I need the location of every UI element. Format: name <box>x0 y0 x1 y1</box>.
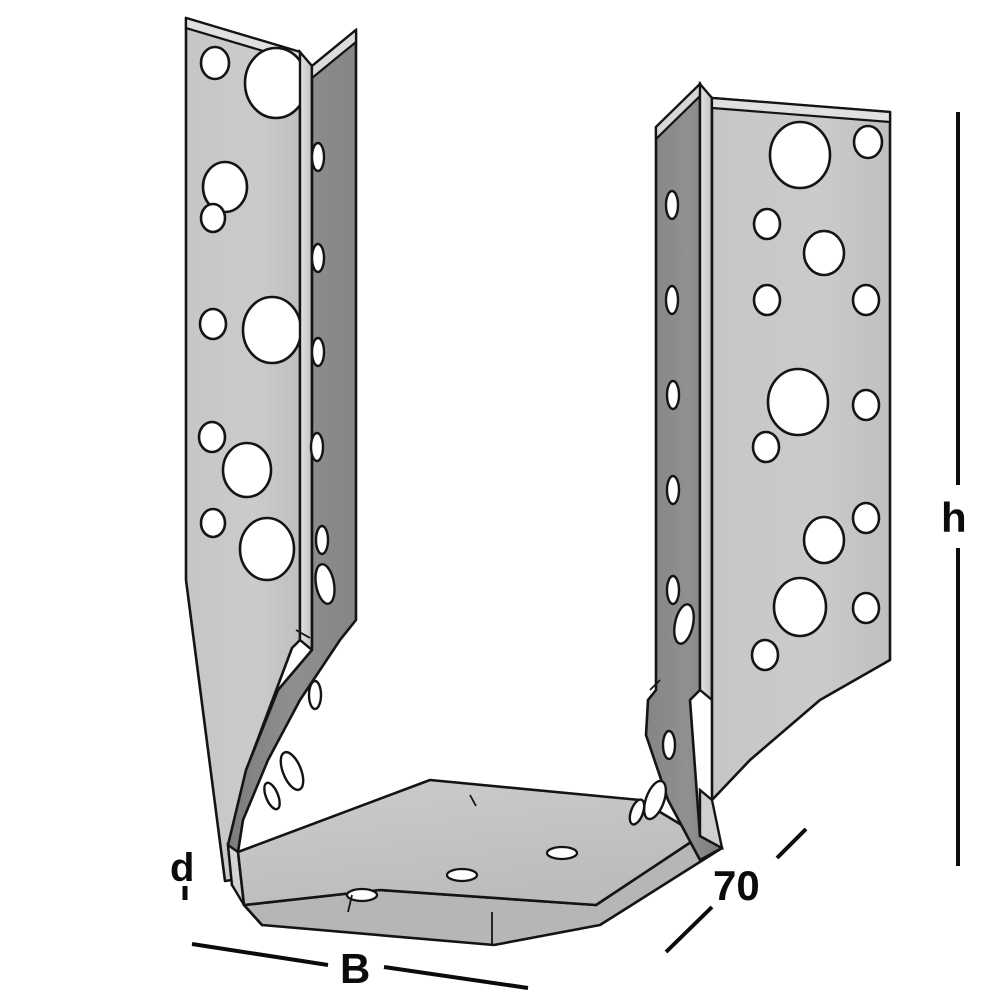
right-flange-holes <box>750 120 884 672</box>
left-flange-plate <box>184 16 309 883</box>
width-dimension-line-left <box>191 942 329 967</box>
right-flange-top-edge <box>710 96 892 124</box>
right-web-holes <box>628 189 695 826</box>
right-lower-bend <box>698 787 724 851</box>
thickness-dimension-label: d <box>170 846 195 890</box>
left-bend-band <box>298 48 314 653</box>
seat-seam-left <box>347 894 353 913</box>
left-arm <box>184 16 358 927</box>
width-dimension-line-right <box>383 965 529 990</box>
left-web-panel <box>226 27 358 927</box>
depth-dimension-line-upper <box>775 827 808 860</box>
seat-seam-back <box>469 794 477 807</box>
right-flange-plate <box>710 96 892 802</box>
left-web-top-chamfer <box>310 27 358 81</box>
seat-plate <box>236 778 724 947</box>
dimension-lines <box>182 112 960 990</box>
left-web-holes <box>263 141 336 811</box>
left-flange-holes <box>197 45 309 582</box>
depth-dimension-label: 70 <box>713 862 760 909</box>
right-flange-face <box>710 96 892 802</box>
width-dimension-label: B <box>340 945 371 992</box>
depth-dimension-line-lower <box>664 905 714 954</box>
seat-holes <box>345 845 579 903</box>
right-arm <box>628 80 892 862</box>
seat-top-face <box>236 778 702 907</box>
right-bend-band <box>698 80 714 703</box>
height-dimension-label: h <box>941 494 967 541</box>
